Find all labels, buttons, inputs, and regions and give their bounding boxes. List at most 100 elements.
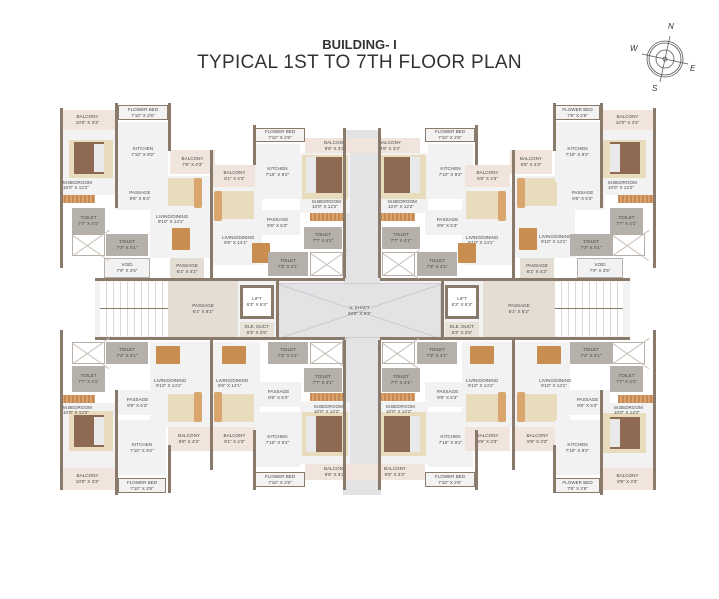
bri-balcony-2: BALCONY 8'9" X 3'3" [465, 427, 510, 451]
tro-flower-bed: FLOWER BED 7'8" X 2'6" [555, 105, 600, 120]
wall [60, 330, 63, 490]
wall [475, 125, 478, 165]
tri-toilet-2: TOILET 7'3" X 4'1" [417, 252, 457, 276]
table [222, 346, 246, 364]
toilet2-size-label: 7'3" X 4'1" [580, 353, 602, 358]
passage-name-label: PASSAGE [571, 190, 594, 196]
balcony-name-label: BALCONY [379, 139, 401, 145]
wall [512, 340, 515, 470]
wall [168, 103, 171, 151]
living-size-label: 9'8" X 14'1" [224, 240, 248, 245]
building-label: BUILDING- I [322, 37, 397, 52]
balcony2-size-label: 6'8" X 4'3" [520, 162, 542, 167]
tro-kitchen: KITCHEN 7'10" X 9'2" [555, 122, 600, 182]
bli-balcony-2: BALCONY 8'1" X 4'3" [212, 427, 257, 451]
blo-balcony: BALCONY 10'0" X 3'3" [60, 468, 115, 490]
bri-living: LIVING/DINING 9'10" X 14'1" [462, 342, 512, 427]
kitchen-name-label: KITCHEN [267, 433, 288, 439]
bedroom-name-label: M.BEDROOM [314, 404, 343, 409]
wardrobe [380, 213, 415, 221]
wardrobe [60, 195, 95, 203]
passage-size-label: 9'8" X 5'3" [437, 222, 458, 228]
balcony-size-label: 9'9" X 3'3" [324, 472, 346, 477]
living-name-label: LIVING/DINING [222, 235, 255, 240]
wardrobe [380, 393, 415, 401]
balcony2-name-label: BALCONY [223, 170, 246, 176]
wall [475, 430, 478, 490]
passage-right-top-size-label: 6'1" X 4'2" [526, 269, 548, 274]
tri-balcony-2: BALCONY 6'8" X 4'3" [465, 165, 510, 187]
living-size-label: 9'10" X 14'1" [468, 240, 494, 245]
kitchen-size-label: 7'10" X 9'2" [265, 171, 290, 177]
passage-name-label: PASSAGE [266, 216, 289, 222]
toilet2-size-label: 7'3" X 4'1" [116, 353, 138, 358]
living-name-label: LIVING/DINING [539, 378, 572, 383]
flower-bed-size-label: 7'10" X 2'6" [131, 112, 155, 118]
balcony2-name-label: BALCONY [520, 156, 542, 162]
bro-living: LIVING/DINING 9'10" X 14'1" [515, 342, 572, 427]
living-name-label: LIVING/DINING [156, 214, 189, 219]
void-right: VOID 7'9" X 3'5" [577, 258, 623, 278]
table [252, 243, 270, 263]
balcony2-size-label: 8'1" X 4'3" [224, 439, 245, 444]
balcony2-name-label: BALCONY [526, 433, 549, 439]
kitchen-size-label: 7'10" X 9'2" [565, 447, 590, 453]
tlo-flower-bed: FLOWER BED 7'10" X 2'6" [118, 105, 168, 120]
bedroom-size-label: 10'0" X 12'2" [614, 410, 640, 415]
tlo-balcony: BALCONY 10'0" X 3'3" [60, 110, 115, 130]
balcony-name-label: BALCONY [76, 473, 99, 479]
blo-toilet-1: TOILET 7'7" X 4'1" [72, 366, 105, 392]
passage-name-label: PASSAGE [126, 396, 149, 402]
toilet2-name-label: TOILET [429, 347, 445, 353]
balcony2-size-label: 9'9" X 3'3" [527, 439, 548, 444]
toilet2-size-label: 7'3" X 4'1" [426, 264, 448, 269]
blo-toilet-2: TOILET 7'3" X 4'1" [106, 342, 148, 364]
living-name-label: LIVING/DINING [154, 378, 187, 383]
sofa [498, 392, 506, 422]
toilet1-size-label: 7'7" X 4'1" [78, 221, 99, 226]
flower-bed-name-label: FLOWER BED [434, 129, 466, 135]
balcony2-name-label: BALCONY [181, 156, 204, 162]
ele-duct-right: ELE. DUCT 6'3" X 2'6" [445, 322, 479, 338]
tli-flower-bed: FLOWER BED 7'10" X 2'6" [255, 128, 305, 142]
balcony2-name-label: BALCONY [178, 433, 200, 439]
kitchen-name-label: KITCHEN [567, 441, 588, 447]
balcony2-size-label: 8'9" X 3'3" [477, 439, 498, 444]
bedroom-name-label: M.BEDROOM [63, 405, 92, 410]
balcony-size-label: 10'0" X 3'3" [75, 479, 100, 484]
wall [95, 278, 345, 281]
flower-bed-name-label: FLOWER BED [127, 106, 159, 112]
pillow [94, 144, 104, 172]
passage-left-top: PASSAGE 6'1" X 4'2" [170, 258, 204, 280]
sofa [194, 178, 202, 208]
balcony-size-label: 9'8" X 3'3" [384, 472, 406, 477]
tli-toilet-1: TOILET 7'7" X 4'1" [304, 227, 342, 249]
kitchen-name-label: KITCHEN [440, 165, 461, 171]
rug [222, 394, 254, 422]
passage-size-label: 9'8" X 5'3" [129, 196, 151, 201]
wall [378, 128, 381, 278]
shower [612, 342, 645, 364]
bli-toilet-2: TOILET 7'3" X 4'1" [268, 342, 308, 364]
rug [525, 178, 557, 206]
wardrobe [618, 395, 653, 403]
compass-east: E [690, 64, 696, 73]
balcony-name-label: BALCONY [616, 114, 639, 120]
tri-bedroom: M.BEDROOM 10'0" X 12'2" [378, 153, 428, 213]
blo-balcony-2: BALCONY 6'8" X 4'3" [168, 427, 210, 451]
bedroom-size-label: 10'0" X 12'2" [314, 409, 340, 414]
flower-bed-size-label: 7'10" X 2'6" [268, 479, 292, 485]
lift-right-name-label: LIFT [457, 296, 467, 302]
bli-bedroom: M.BEDROOM 10'0" X 12'2" [300, 402, 350, 464]
pillow [306, 416, 316, 452]
pillow [410, 157, 420, 193]
kitchen-size-label: 7'10" X 9'2" [438, 171, 463, 177]
flower-bed-name-label: FLOWER BED [562, 106, 593, 112]
bedroom-size-label: 10'0" X 12'2" [608, 185, 634, 190]
wall [378, 340, 381, 490]
lift-right: LIFT 6'3" X 6'3" [445, 285, 479, 319]
bro-toilet-2: TOILET 7'3" X 4'1" [570, 342, 612, 364]
toilet2-size-label: 7'3" X 4'1" [580, 245, 602, 250]
rug [222, 191, 254, 219]
tlo-balcony-2: BALCONY 7'8" X 4'3" [170, 150, 215, 174]
